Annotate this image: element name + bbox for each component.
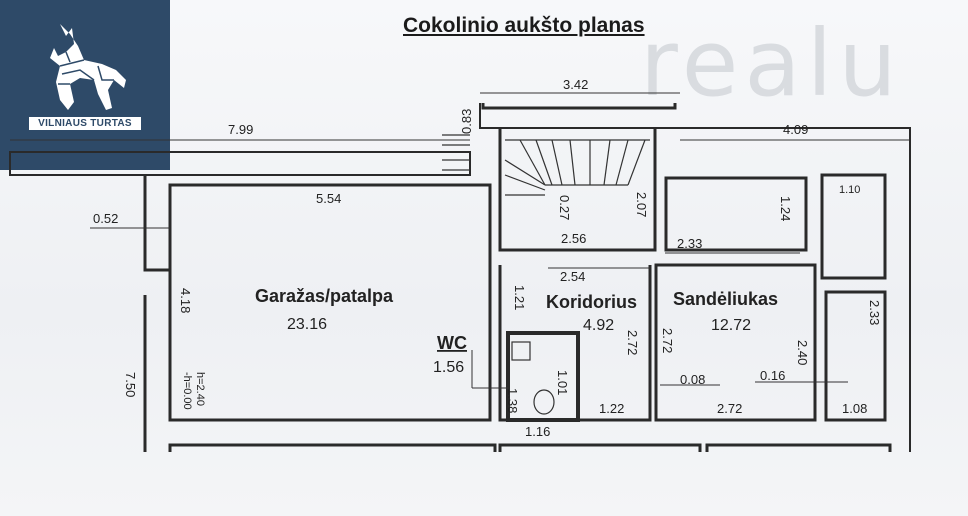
dim-label: 7.50 [123,372,138,397]
dim-label: 4.18 [178,288,193,313]
sink-icon [511,341,531,361]
dim-label: 1.08 [842,401,867,416]
height-label: -h=0.00 [181,372,193,410]
dim-label: 2.07 [634,192,649,217]
dim-label: 2.72 [717,401,742,416]
wolf-icon [50,24,126,110]
dim-label: 2.72 [660,328,675,353]
room-name-storage: Sandėliukas [673,289,778,309]
dim-label: 1.16 [525,424,550,439]
room-name-corridor: Koridorius [546,292,637,312]
sanitary-fixtures [511,341,555,415]
dim-label: 0.08 [680,372,705,387]
room-area-storage: 12.72 [711,317,751,334]
plan-title: Cokolinio aukšto planas [403,14,645,37]
dim-label: 1.22 [599,401,624,416]
dim-label: 2.54 [560,269,585,284]
dim-label: 2.40 [795,340,810,365]
dim-label: 0.27 [557,195,572,220]
dim-label: 1.21 [512,285,527,310]
dim-label: 1.01 [555,370,570,395]
dimension-labels: 3.42 7.99 0.83 4.09 5.54 1.10 0.27 2.07 … [93,77,882,439]
logo-text: VILNIAUS TURTAS [29,117,141,130]
dim-label: 7.99 [228,122,253,137]
dim-label: 0.52 [93,211,118,226]
dim-label: 0.16 [760,368,785,383]
dim-label: 2.33 [867,300,882,325]
toilet-icon [533,389,555,415]
stairs [442,134,650,196]
dim-label: 2.72 [625,330,640,355]
dim-label: 1.10 [839,184,860,196]
dim-label: 4.09 [783,122,808,137]
dim-label: 1.38 [505,388,520,413]
logo-panel: VILNIAUS TURTAS [0,0,170,170]
room-name-garage: Garažas/patalpa [255,286,394,306]
height-labels: h=2.40 -h=0.00 [181,372,206,410]
room-area-garage: 23.16 [287,316,327,333]
dim-label: 2.33 [677,236,702,251]
dim-label: 2.56 [561,231,586,246]
dim-label: 0.83 [459,109,474,134]
room-area-corridor: 4.92 [583,317,614,334]
dimension-lines [10,92,910,389]
room-name-wc: WC [437,333,467,353]
height-label: h=2.40 [194,372,206,406]
dim-label: 3.42 [563,77,588,92]
dim-label: 5.54 [316,191,341,206]
dim-label: 1.24 [778,196,793,221]
watermark: realu [640,10,903,117]
walls [9,103,911,452]
room-area-wc: 1.56 [433,359,464,376]
